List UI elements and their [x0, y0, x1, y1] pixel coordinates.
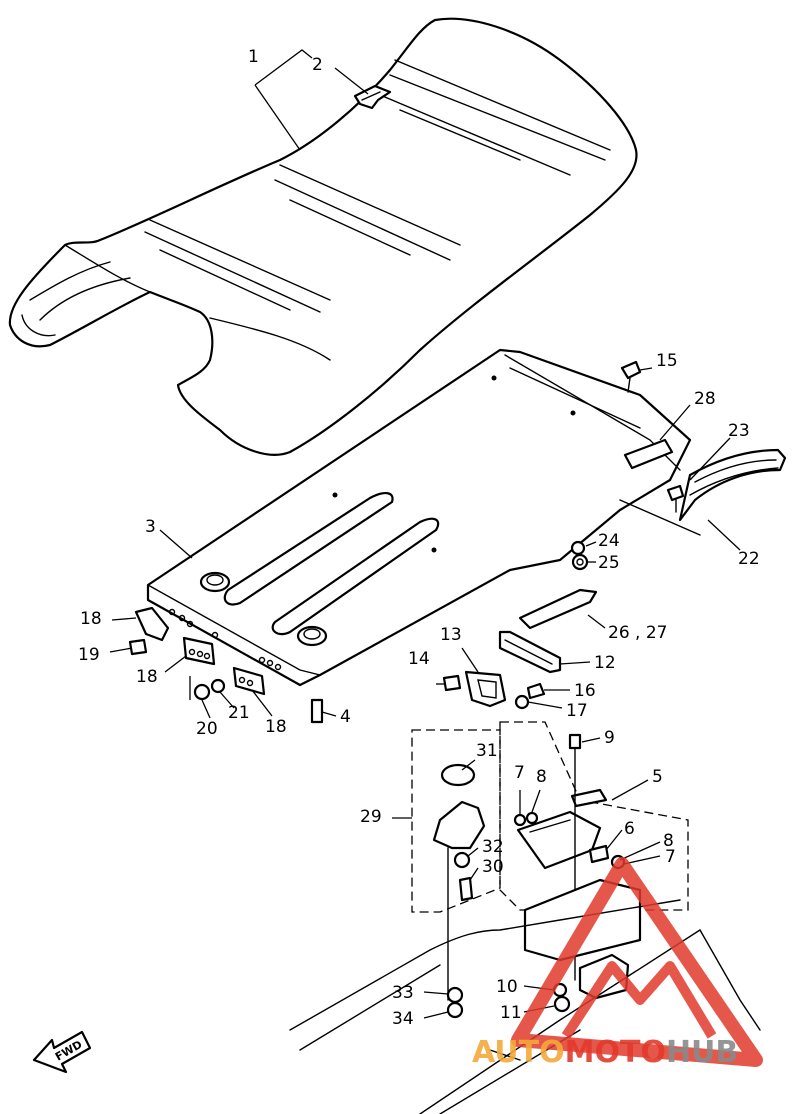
- label-part-18c: 18: [265, 717, 287, 737]
- trim-strip-22: [678, 448, 787, 522]
- watermark-triangle: [511, 857, 763, 1067]
- label-part-32: 32: [482, 837, 504, 857]
- bolt-4: [310, 698, 324, 724]
- label-part-13: 13: [440, 625, 462, 645]
- label-part-30: 30: [482, 857, 504, 877]
- part-16: [526, 682, 546, 700]
- lock-assembly-29: [411, 729, 501, 1019]
- label-part-14: 14: [408, 649, 430, 669]
- label-part-25: 25: [598, 553, 620, 573]
- bracket-13: [464, 670, 507, 708]
- seat-cover: [8, 17, 638, 456]
- label-part-23: 23: [728, 421, 750, 441]
- label-part-5: 5: [652, 767, 663, 787]
- grommet-24: [570, 540, 586, 556]
- watermark-auto: AUTO: [472, 1035, 565, 1070]
- watermark-logo: AUTOMOTOHUB: [472, 857, 763, 1070]
- bracket-12: [498, 630, 562, 674]
- label-part-28: 28: [694, 389, 716, 409]
- bracket-18a: [134, 606, 170, 642]
- label-part-26-27: 26 , 27: [608, 623, 667, 643]
- nut-21: [210, 678, 226, 694]
- label-part-4: 4: [340, 707, 351, 727]
- label-part-12: 12: [594, 653, 616, 673]
- screw-15: [620, 360, 642, 393]
- label-part-2: 2: [312, 55, 323, 75]
- watermark-moto: MOTO: [565, 1035, 666, 1070]
- screw-23: [666, 484, 685, 513]
- label-part-7a: 7: [514, 763, 525, 783]
- label-part-31: 31: [476, 741, 498, 761]
- fwd-arrow: FWD: [32, 1030, 92, 1074]
- label-part-1: 1: [248, 47, 259, 67]
- nut-25: [571, 553, 589, 571]
- label-part-34: 34: [392, 1009, 414, 1029]
- seat-clip: [353, 84, 392, 110]
- part-17: [514, 694, 530, 710]
- label-part-33: 33: [392, 983, 414, 1003]
- label-part-18a: 18: [80, 609, 102, 629]
- label-part-22: 22: [738, 549, 760, 569]
- label-part-3: 3: [145, 517, 156, 537]
- hook-assembly-5: [499, 721, 689, 1013]
- watermark-text: AUTOMOTOHUB: [472, 1035, 738, 1070]
- base-plate-28: [623, 438, 674, 470]
- label-part-8a: 8: [536, 767, 547, 787]
- label-part-11: 11: [500, 1003, 522, 1023]
- label-part-24: 24: [598, 531, 620, 551]
- label-part-9: 9: [604, 728, 615, 748]
- label-part-6: 6: [624, 819, 635, 839]
- label-part-19: 19: [78, 645, 100, 665]
- label-part-17: 17: [566, 701, 588, 721]
- nut-20: [193, 683, 211, 701]
- part-labels: 1 2 3 4 5 6 7 7 8 8 9 10 11 12 13 14 15 …: [78, 47, 760, 1029]
- seat-base: [146, 348, 701, 687]
- watermark-hub: HUB: [666, 1035, 738, 1070]
- bracket-18b: [182, 636, 216, 666]
- screw-19: [128, 638, 148, 656]
- label-part-7b: 7: [665, 847, 676, 867]
- label-part-29: 29: [360, 807, 382, 827]
- label-part-20: 20: [196, 719, 218, 739]
- label-part-16: 16: [574, 681, 596, 701]
- label-part-8b: 8: [663, 831, 674, 851]
- label-part-18b: 18: [136, 667, 158, 687]
- bracket-18c: [232, 666, 266, 696]
- label-part-21: 21: [228, 703, 250, 723]
- label-part-15: 15: [656, 351, 678, 371]
- screw-14: [442, 674, 462, 692]
- lever-26-27: [518, 588, 598, 630]
- label-part-10: 10: [496, 977, 518, 997]
